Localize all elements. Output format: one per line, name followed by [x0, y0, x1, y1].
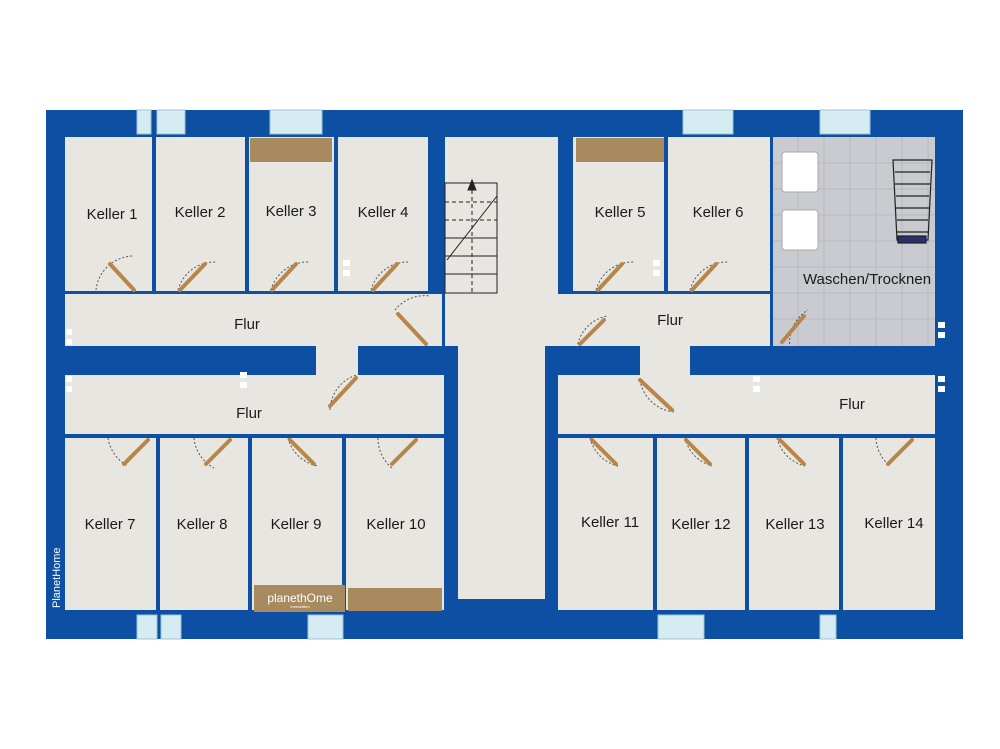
- window: [819, 109, 871, 135]
- floor-flur-upper-right: [558, 294, 770, 346]
- inner-wall-segment: [558, 346, 640, 375]
- label-keller-8: Keller 8: [177, 516, 228, 533]
- door: [780, 314, 806, 344]
- floor-flur-upper-left: [65, 294, 442, 346]
- window: [819, 614, 837, 640]
- door: [288, 438, 316, 466]
- floor-keller-7: [65, 438, 156, 610]
- staircase: [444, 178, 498, 294]
- washing-machine-icon: [781, 151, 819, 193]
- label-flur-lower-left: Flur: [236, 405, 262, 422]
- inner-wall-segment: [358, 346, 445, 375]
- door: [204, 438, 232, 466]
- label-keller-12: Keller 12: [671, 516, 730, 533]
- label-keller-5: Keller 5: [595, 204, 646, 221]
- label-laundry: Waschen/Trocknen: [803, 271, 931, 288]
- label-keller-9: Keller 9: [271, 516, 322, 533]
- label-keller-4: Keller 4: [358, 204, 409, 221]
- laundry-appliances: [781, 151, 933, 251]
- floor-keller-13: [749, 438, 839, 610]
- floor-keller-10: [346, 438, 444, 610]
- door: [328, 376, 358, 408]
- label-flur-upper-left: Flur: [234, 316, 260, 333]
- door: [396, 312, 428, 346]
- shelf: [348, 588, 442, 611]
- label-flur-upper-right: Flur: [657, 312, 683, 329]
- label-keller-1: Keller 1: [87, 206, 138, 223]
- floor-flur-neck: [316, 346, 358, 376]
- window: [136, 614, 158, 640]
- label-keller-6: Keller 6: [693, 204, 744, 221]
- door: [886, 438, 914, 466]
- door: [690, 262, 718, 292]
- brand-logo-text: planethOme: [267, 591, 333, 605]
- floor-keller-14: [843, 438, 935, 610]
- window: [307, 614, 344, 640]
- doors: [95, 255, 891, 469]
- door: [638, 378, 674, 412]
- floor-stair-corridor: [445, 137, 558, 599]
- door: [390, 438, 418, 466]
- window: [156, 109, 186, 135]
- brand-side-text: PlanetHome: [51, 547, 63, 608]
- door-leaves: [108, 262, 914, 466]
- inner-wall-segment: [428, 137, 445, 294]
- door: [596, 262, 624, 292]
- floor-keller-2: [156, 137, 245, 291]
- door: [108, 262, 136, 292]
- room-labels: Keller 1 Keller 2 Keller 3 Keller 4 Kell…: [85, 203, 931, 533]
- floor-keller-9: [252, 438, 342, 610]
- floor-flur-lower-left: [65, 375, 444, 434]
- inner-wall-segment: [444, 346, 458, 599]
- inner-wall-segment: [558, 137, 573, 294]
- floor-keller-6: [668, 137, 770, 291]
- stair-arrow-icon: [467, 178, 477, 191]
- shelves: [250, 138, 664, 611]
- floor-flur-neck-right: [640, 346, 690, 376]
- label-keller-13: Keller 13: [765, 516, 824, 533]
- window: [657, 614, 705, 640]
- inner-wall-segment: [690, 346, 935, 375]
- door: [684, 438, 712, 466]
- window: [682, 109, 734, 135]
- floors: [65, 137, 935, 610]
- door: [270, 262, 298, 292]
- drying-rack-icon: [892, 159, 933, 244]
- shelf: [250, 138, 332, 162]
- brand-logo-box: [254, 585, 345, 612]
- floor-keller-12: [657, 438, 745, 610]
- window: [160, 614, 182, 640]
- window: [136, 109, 152, 135]
- shelf: [576, 138, 664, 162]
- windows: [136, 109, 871, 640]
- label-keller-7: Keller 7: [85, 516, 136, 533]
- door: [578, 318, 606, 346]
- door: [178, 262, 207, 292]
- door: [590, 438, 618, 466]
- inner-wall-segment: [545, 346, 558, 599]
- label-keller-2: Keller 2: [175, 204, 226, 221]
- door: [778, 438, 806, 466]
- inner-wall-segment: [65, 346, 316, 375]
- label-flur-lower-right: Flur: [839, 396, 865, 413]
- floor-keller-4: [338, 137, 428, 291]
- brand-logo-subtext: Immobilien: [290, 604, 309, 609]
- door: [122, 438, 150, 466]
- label-keller-11: Keller 11: [581, 514, 639, 531]
- door: [371, 262, 399, 292]
- label-keller-14: Keller 14: [864, 515, 923, 532]
- floor-keller-8: [160, 438, 248, 610]
- dryer-icon: [781, 209, 819, 251]
- label-keller-10: Keller 10: [366, 516, 425, 533]
- label-keller-3: Keller 3: [266, 203, 317, 220]
- floor-keller-11: [558, 438, 653, 610]
- window: [269, 109, 323, 135]
- floor-flur-lower-right: [558, 375, 935, 434]
- wall-vents: [66, 260, 945, 392]
